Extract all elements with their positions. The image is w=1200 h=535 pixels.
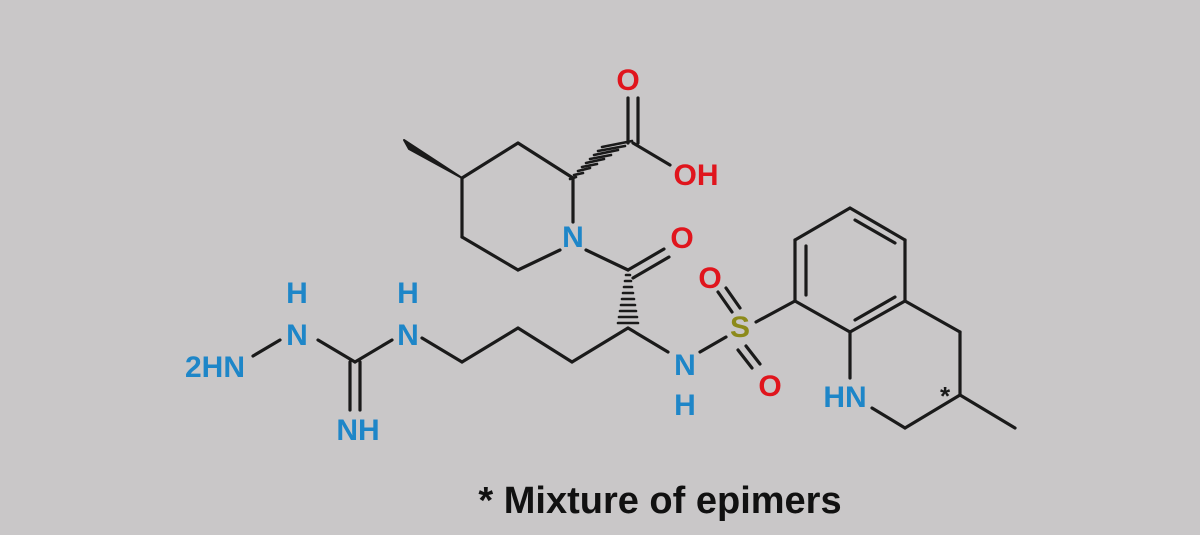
hash [592, 148, 620, 157]
bond [754, 299, 797, 324]
hash [584, 157, 606, 165]
bond [870, 406, 907, 430]
atom-o-sulfonyl-bottom: O [758, 370, 781, 403]
atom-n-piperidine: N [562, 221, 584, 254]
atom-h2n-terminal: 2HN [185, 351, 245, 384]
atom-h-sulfonamide: H [674, 389, 696, 422]
hash [596, 144, 627, 153]
atom-h-hydrazine: H [286, 277, 308, 310]
hashed-bond-alpha [616, 273, 640, 325]
bond [316, 338, 357, 364]
bond [626, 326, 670, 354]
atom-o-sulfonyl-top: O [698, 262, 721, 295]
bond [848, 206, 907, 242]
hash [576, 166, 592, 173]
bond [698, 335, 728, 354]
hash [572, 171, 585, 177]
hash [588, 153, 613, 161]
bond [744, 344, 762, 366]
atom-oh-acid: OH [674, 159, 719, 192]
bond [460, 141, 520, 180]
caption-text: * Mixture of epimers [478, 480, 842, 522]
bond [251, 338, 282, 358]
bond [853, 218, 897, 245]
atom-n-guanidine: N [397, 319, 419, 352]
bond-lines [251, 96, 1017, 430]
bond [853, 295, 897, 322]
bond [460, 235, 520, 272]
atom-h-guanidine: H [397, 277, 419, 310]
bond [631, 255, 671, 280]
hashed-bond-acid [568, 139, 634, 181]
bond [516, 326, 574, 364]
wedge-bond [403, 139, 463, 179]
atom-n-hydrazine: N [286, 319, 308, 352]
bond [353, 338, 394, 364]
hash [580, 162, 599, 169]
bond [516, 248, 562, 272]
bond [793, 299, 852, 334]
bond [570, 326, 630, 364]
hash [568, 175, 578, 181]
bond [631, 141, 672, 167]
atom-o-carbonyl-acid: O [616, 64, 639, 97]
bond [716, 290, 734, 314]
atom-nh-ring: HN [823, 381, 866, 414]
bond [903, 299, 962, 334]
atom-o-amide: O [670, 222, 693, 255]
atom-n-sulfonamide: N [674, 349, 696, 382]
bond [793, 206, 852, 242]
stereo-mark: * [940, 381, 951, 411]
bond [626, 247, 666, 272]
bond [584, 248, 630, 272]
bond [958, 393, 1017, 430]
bond [420, 336, 464, 364]
atom-nh-imine: NH [336, 414, 379, 447]
bond [848, 299, 907, 334]
bond [460, 326, 520, 364]
atom-s-sulfonyl: S [730, 311, 750, 344]
bond [903, 393, 962, 430]
hash [600, 139, 634, 149]
bond [736, 348, 754, 370]
bond [516, 141, 575, 180]
bond [724, 286, 742, 310]
